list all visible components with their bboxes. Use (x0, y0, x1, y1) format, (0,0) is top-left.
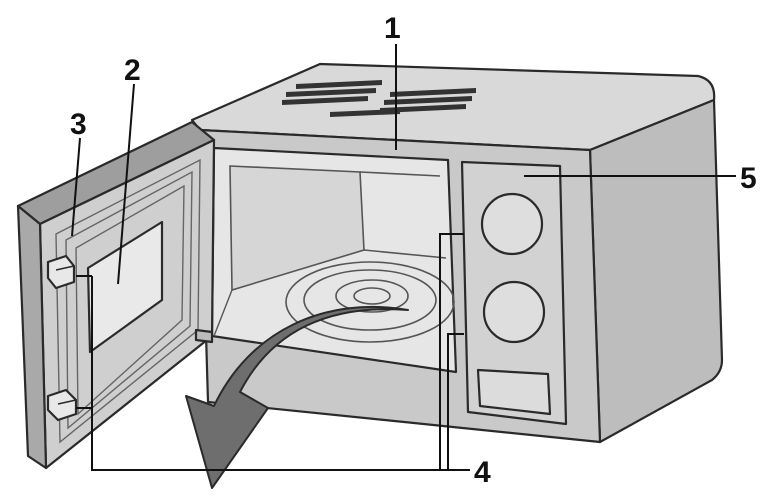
vent-slots-icon (282, 80, 476, 117)
leader-2 (117, 83, 135, 285)
oven-door (16, 120, 216, 470)
door-window (86, 220, 164, 354)
power-knob-icon[interactable] (482, 280, 546, 344)
leader-3 (71, 137, 81, 237)
label-5: 5 (740, 162, 757, 195)
label-2: 2 (124, 54, 141, 87)
control-panel (460, 160, 568, 426)
timer-knob-icon[interactable] (480, 192, 544, 256)
body-side (588, 98, 724, 444)
label-1: 1 (384, 12, 401, 45)
door-hinge (194, 328, 214, 344)
label-4: 4 (474, 456, 491, 489)
leader-4-right (439, 233, 464, 470)
turntable (285, 261, 455, 343)
leader-4-left (91, 276, 470, 471)
door-latch-bottom-icon (46, 388, 78, 422)
door-latch-top-icon (46, 254, 76, 290)
door-side-thickness (16, 204, 48, 470)
curved-open-arrow-icon (185, 305, 409, 489)
leader-lines (71, 44, 736, 471)
oven-cavity (210, 146, 458, 374)
door-release-button[interactable] (476, 368, 552, 416)
label-3: 3 (70, 108, 87, 141)
